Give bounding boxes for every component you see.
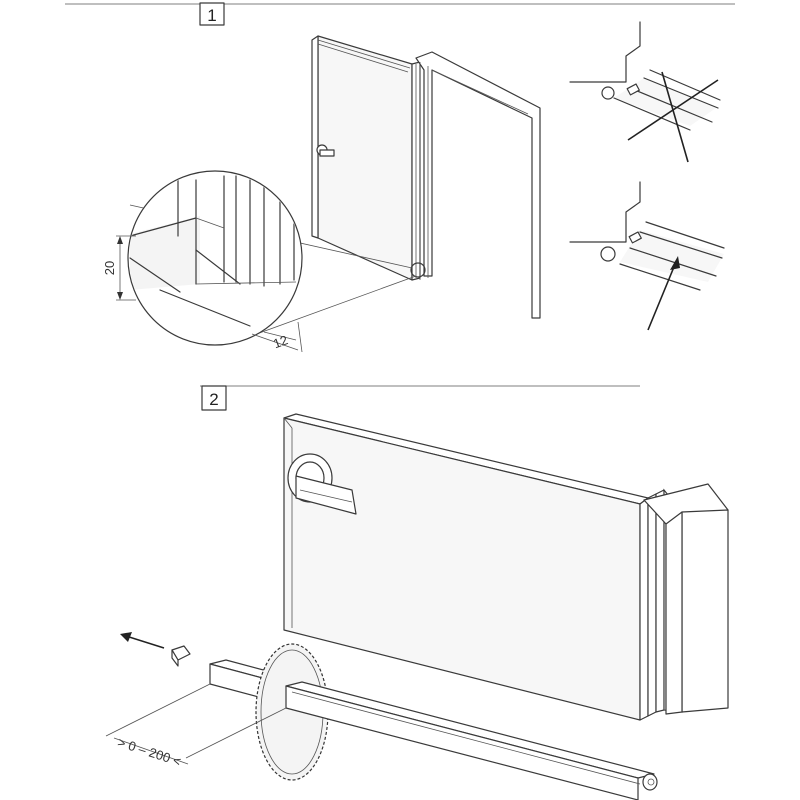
- step-1-number: 1: [207, 6, 216, 25]
- door-frame: [415, 51, 541, 319]
- door-leaf: [311, 35, 421, 281]
- detail-marker: [410, 262, 426, 278]
- door-handle: [316, 144, 335, 157]
- door-leaf-large: [283, 413, 649, 721]
- indicator-arrow-shaft: [647, 261, 677, 331]
- incorrect-installation-detail: [569, 21, 721, 163]
- step-1-badge: 1: [199, 2, 225, 26]
- step-2-badge: 2: [201, 385, 227, 411]
- end-cap: [171, 645, 191, 667]
- threshold-seal: [285, 681, 658, 800]
- removal-arrow: [120, 632, 165, 649]
- dimension-depth: 12: [251, 321, 303, 353]
- indicator-arrow-head: [670, 256, 680, 270]
- step-2-number: 2: [209, 390, 218, 409]
- cross-line-2: [661, 71, 689, 163]
- cut-range-label: > 0 – 200 <: [116, 734, 183, 769]
- dimension-height: 20: [102, 235, 136, 301]
- lever-handle: [287, 453, 357, 515]
- detail-magnifier: [127, 170, 417, 346]
- depth-label: 12: [271, 332, 290, 351]
- correct-installation-detail: [569, 181, 725, 331]
- door-jamb: [643, 483, 729, 717]
- height-label: 20: [102, 261, 117, 275]
